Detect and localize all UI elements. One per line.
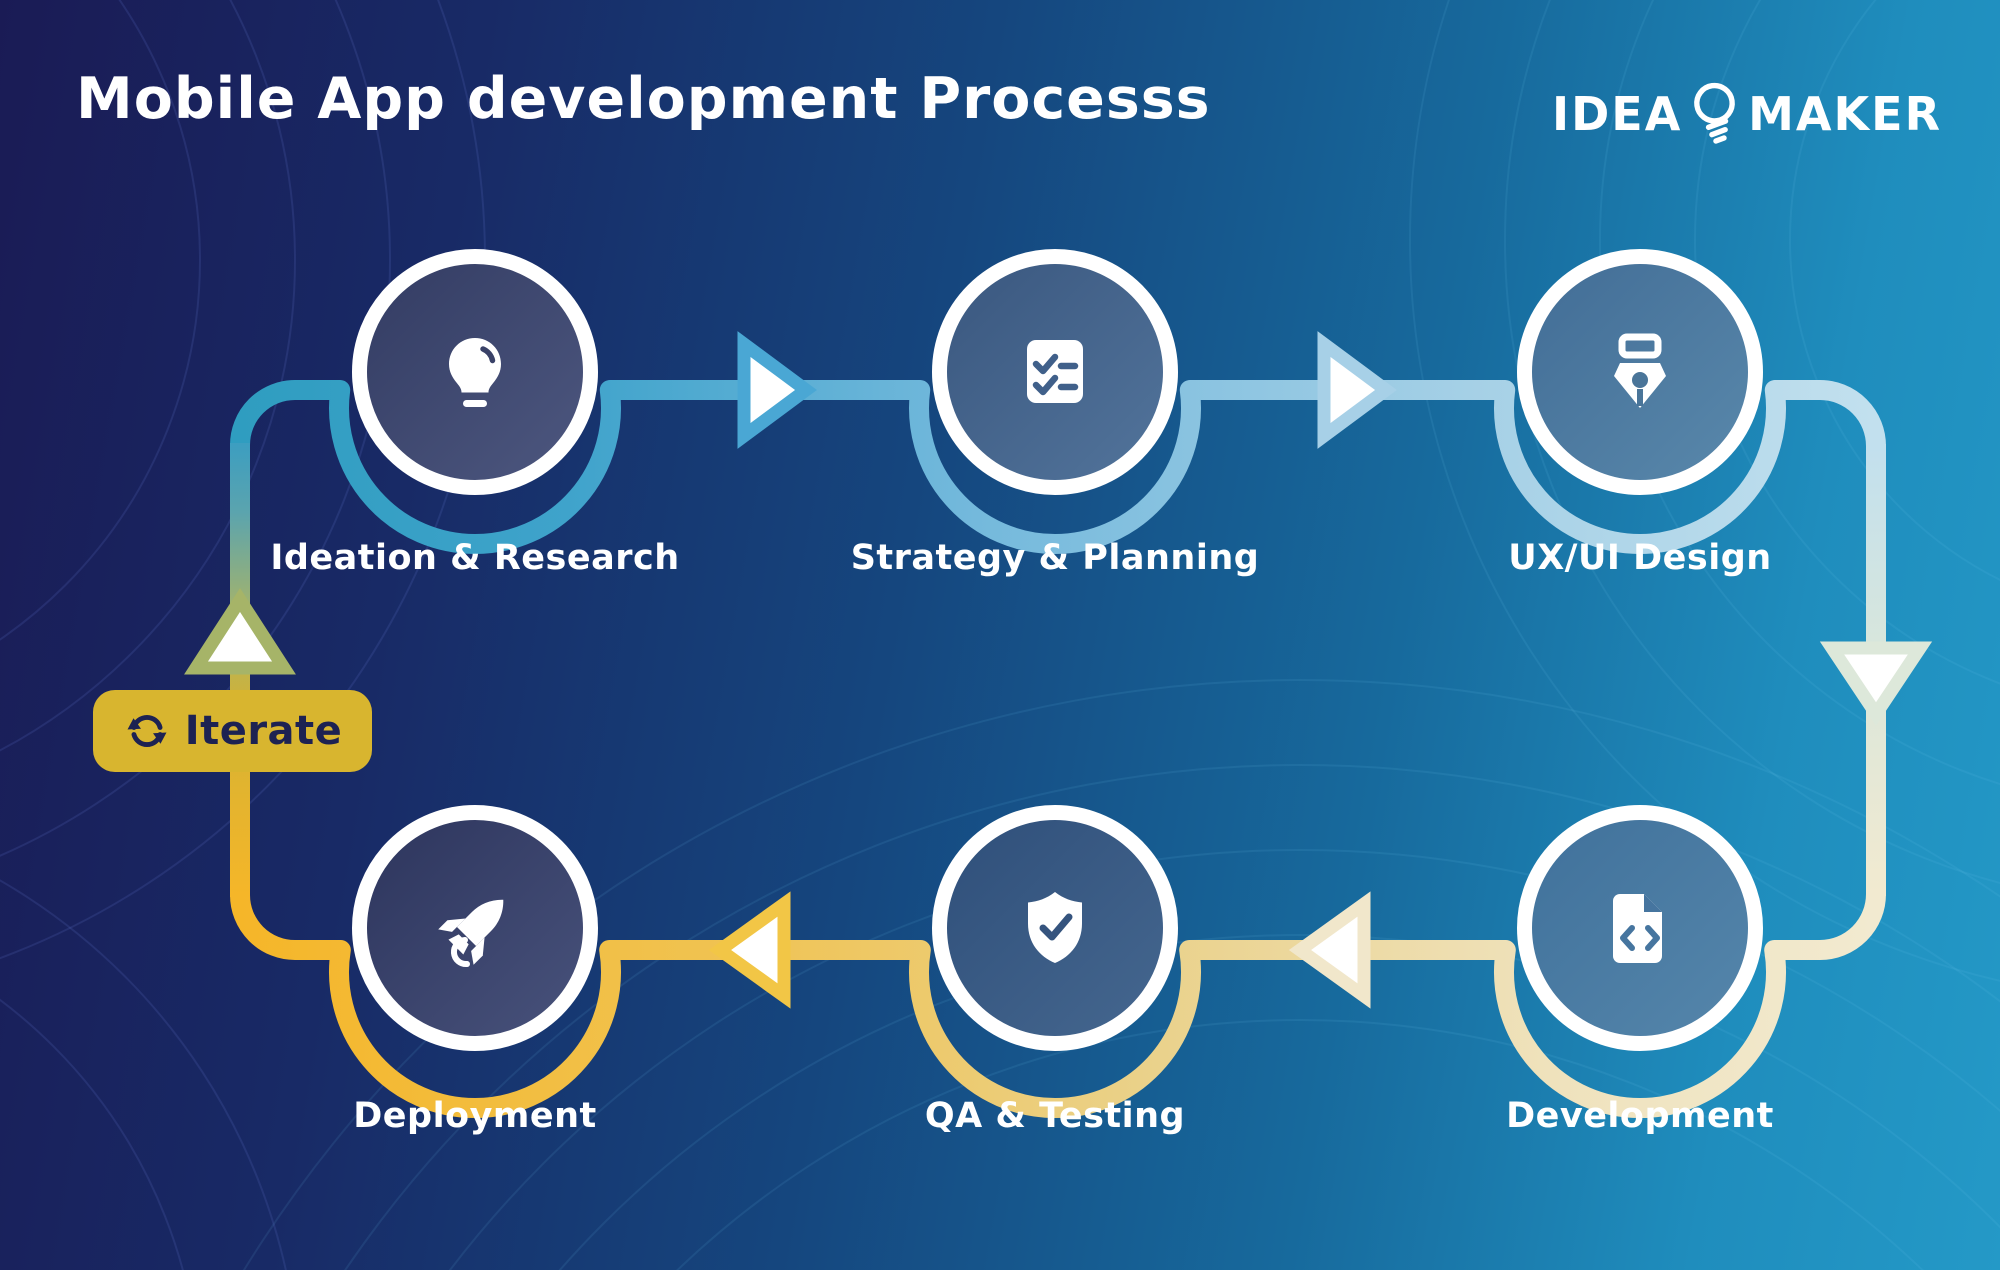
node-deployment xyxy=(352,805,598,1051)
label-strategy: Strategy & Planning xyxy=(850,538,1260,578)
node-qa xyxy=(932,805,1178,1051)
code-file-icon xyxy=(1613,894,1662,963)
node-strategy xyxy=(932,249,1178,495)
pen-nib-icon xyxy=(1614,333,1666,408)
checklist-icon xyxy=(1027,340,1083,403)
arrow-right-1 xyxy=(737,331,817,449)
arrow-left-2 xyxy=(708,891,791,1009)
lightbulb-icon xyxy=(449,338,501,407)
ribbon-top-row xyxy=(230,380,1886,555)
rocket-icon xyxy=(438,899,504,968)
node-development xyxy=(1517,805,1763,1051)
label-uxui: UX/UI Design xyxy=(1508,538,1772,578)
label-development: Development xyxy=(1506,1096,1774,1136)
iterate-label: Iterate xyxy=(184,708,343,754)
ribbon-bottom-row xyxy=(230,893,1886,1118)
page-title: Mobile App development Processs xyxy=(76,66,1211,132)
logo-word-maker: MAKER xyxy=(1748,87,1942,141)
iterate-badge: Iterate xyxy=(93,690,372,772)
node-uxui xyxy=(1517,249,1763,495)
cycle-arrows-icon xyxy=(127,715,167,747)
label-qa: QA & Testing xyxy=(924,1096,1186,1136)
arrow-down xyxy=(1819,641,1933,726)
node-ideation xyxy=(352,249,598,495)
arrow-right-2 xyxy=(1317,331,1397,449)
logo-word-idea: IDEA xyxy=(1552,87,1683,141)
brand-logo: IDEA MAKER xyxy=(1552,66,1942,162)
arrow-left-1 xyxy=(1288,891,1371,1009)
label-ideation: Ideation & Research xyxy=(270,538,680,578)
shield-check-icon xyxy=(1028,892,1082,963)
label-deployment: Deployment xyxy=(353,1096,597,1136)
lightbulb-outline-icon xyxy=(1694,82,1736,144)
arrow-up xyxy=(184,588,296,675)
